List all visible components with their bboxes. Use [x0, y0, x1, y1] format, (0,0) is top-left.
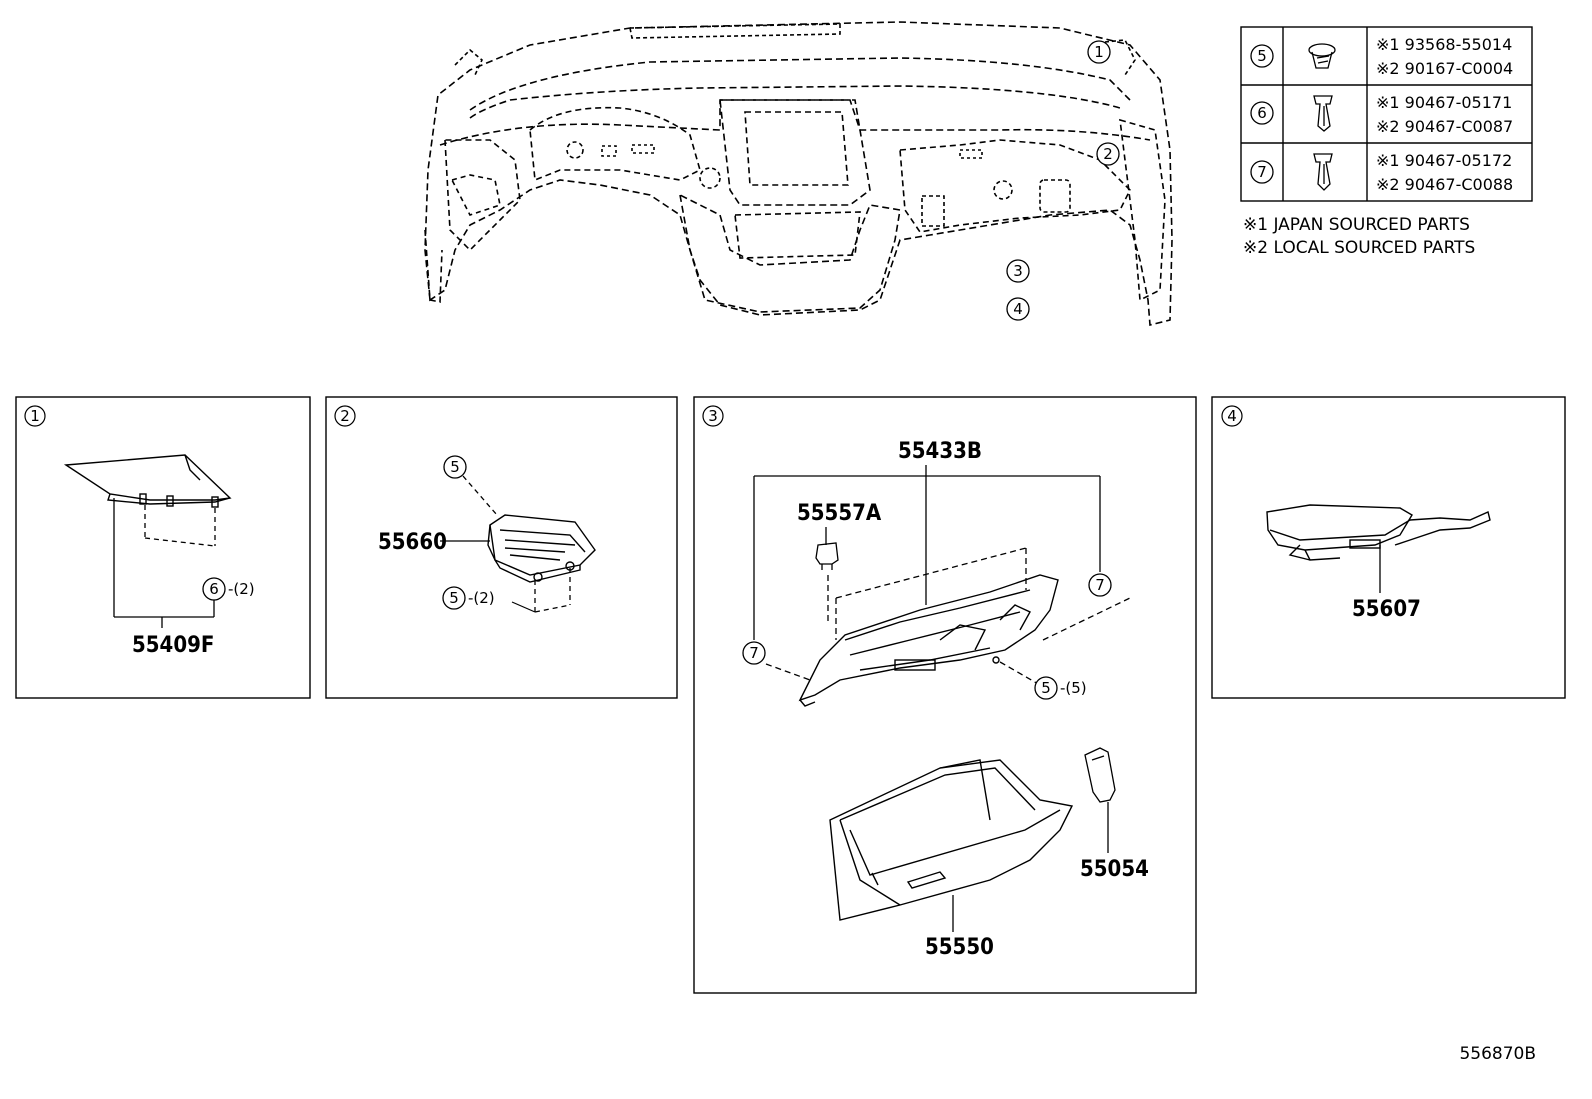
panel-3-id: 3 [708, 407, 718, 425]
svg-text:※2 90467-C0087: ※2 90467-C0087 [1376, 117, 1513, 136]
panel-3: 3 55433B 55557A [693, 396, 1197, 994]
part-label-55409F: 55409F [132, 633, 214, 658]
panel-2-id: 2 [340, 407, 350, 425]
legend-row-7: 7 ※1 90467-05172 ※2 90467-C0088 [1250, 151, 1513, 194]
svg-text:※1 93568-55014: ※1 93568-55014 [1376, 35, 1512, 54]
fastener-callout-5: 5 [443, 455, 467, 479]
fastener-legend-table: 5 ※1 93568-55014 ※2 90167-C0004 6 ※1 904… [1240, 26, 1533, 202]
svg-text:1: 1 [1094, 43, 1104, 61]
svg-text:-(2): -(2) [468, 589, 495, 607]
overview-callout-4: 4 [1006, 297, 1030, 321]
panel-1-id: 1 [30, 407, 40, 425]
panel-1: 1 6 -(2) 55409F [15, 396, 311, 699]
svg-text:※1 90467-05171: ※1 90467-05171 [1376, 93, 1512, 112]
svg-text:4: 4 [1013, 300, 1023, 318]
svg-text:5: 5 [450, 458, 460, 476]
glove-box-lock-cylinder [1084, 747, 1116, 803]
fastener-callout-5-qty: 5 -(5) [1034, 676, 1087, 700]
svg-text:2: 2 [1103, 145, 1113, 163]
clip-icon [1313, 95, 1333, 132]
svg-text:5: 5 [449, 589, 459, 607]
screw-icon [1308, 43, 1336, 69]
legend-note-1: ※1 JAPAN SOURCED PARTS [1243, 215, 1470, 235]
fastener-callout-5-qty: 5 -(2) [442, 586, 495, 610]
panel-4: 4 55607 [1211, 396, 1566, 699]
glove-box-upper-panel [63, 454, 232, 508]
dashboard-overview [424, 21, 1173, 327]
svg-text:5: 5 [1041, 679, 1051, 697]
clip-icon [1313, 153, 1333, 191]
svg-text:7: 7 [1095, 576, 1105, 594]
part-label-55557A: 55557A [797, 501, 882, 526]
knee-airbag-module [1266, 504, 1491, 561]
legend-row-5: 5 ※1 93568-55014 ※2 90167-C0004 [1250, 35, 1513, 78]
svg-text:-(5): -(5) [1060, 679, 1087, 697]
overview-callout-2: 2 [1096, 142, 1120, 166]
svg-text:-(2): -(2) [228, 580, 255, 598]
audio-unit-module [487, 514, 596, 583]
overview-callout-1: 1 [1087, 40, 1111, 64]
panel-4-id: 4 [1227, 407, 1237, 425]
part-label-55054: 55054 [1080, 857, 1149, 882]
svg-text:※2 90167-C0004: ※2 90167-C0004 [1376, 59, 1513, 78]
legend-row-6: 6 ※1 90467-05171 ※2 90467-C0087 [1250, 93, 1513, 136]
part-label-55433B: 55433B [898, 439, 982, 464]
figure-code: 556870B [1459, 1044, 1536, 1064]
svg-text:※1 90467-05172: ※1 90467-05172 [1376, 151, 1512, 170]
svg-text:7: 7 [749, 644, 759, 662]
legend-note-2: ※2 LOCAL SOURCED PARTS [1243, 238, 1475, 258]
part-label-55660: 55660 [378, 530, 447, 555]
part-label-55550: 55550 [925, 935, 994, 960]
overview-callout-3: 3 [1006, 259, 1030, 283]
fastener-callout-7-right: 7 [1088, 573, 1112, 597]
svg-text:6: 6 [1257, 104, 1267, 122]
svg-text:5: 5 [1257, 47, 1267, 65]
svg-text:7: 7 [1257, 163, 1267, 181]
fastener-callout-6: 6 -(2) [202, 577, 255, 601]
fastener-callout-7-left: 7 [742, 641, 766, 665]
lamp-socket [815, 542, 839, 570]
svg-text:※2 90467-C0088: ※2 90467-C0088 [1376, 175, 1513, 194]
part-label-55607: 55607 [1352, 597, 1421, 622]
svg-text:3: 3 [1013, 262, 1023, 280]
svg-text:6: 6 [209, 580, 219, 598]
glove-box-door [829, 759, 1074, 921]
panel-2: 2 5 55660 5 -(2) [325, 396, 678, 699]
glove-box-door-frame [798, 574, 1059, 707]
